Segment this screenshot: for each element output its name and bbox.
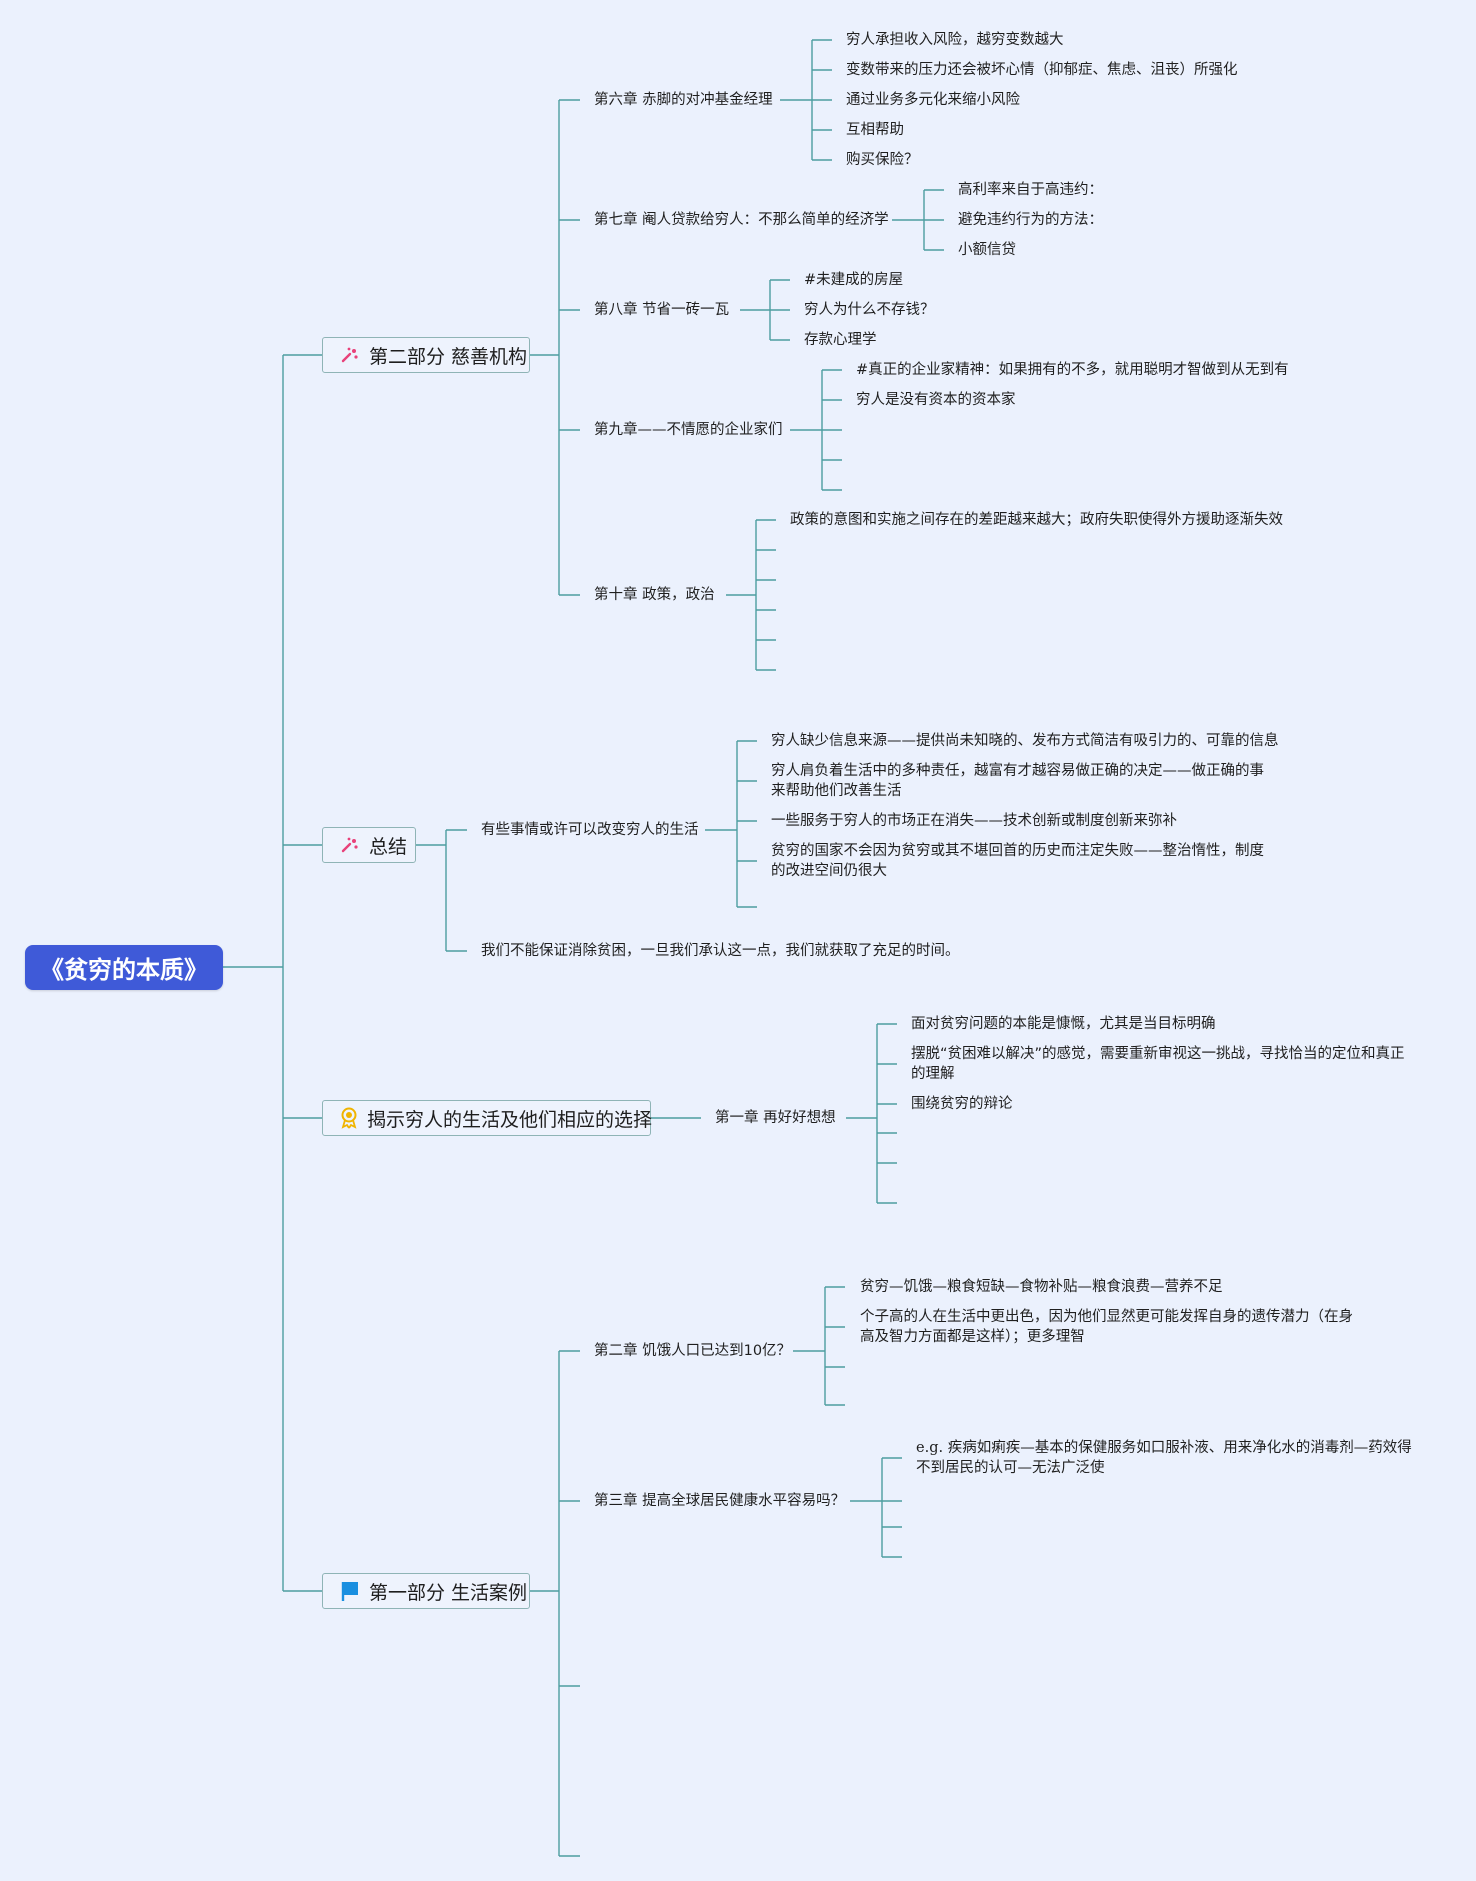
ch1-item-2[interactable]: 摆脱“贫困难以解决”的感觉，需要重新审视这一挑战，寻找恰当的定位和真正的理解 [911, 1046, 1405, 1082]
branch-summary[interactable]: 总结 [322, 827, 416, 863]
summary-item-4[interactable]: 贫穷的国家不会因为贫穷或其不堪回首的历史而注定失败——整治惰性，制度的改进空间仍… [771, 843, 1264, 879]
summary-sub-1[interactable]: 有些事情或许可以改变穷人的生活 [481, 822, 699, 838]
root-title: 《贫穷的本质》 [40, 956, 208, 984]
ch6-item-4[interactable]: 互相帮助 [846, 122, 904, 138]
ch9-item-2[interactable]: 穷人是没有资本的资本家 [856, 392, 1016, 408]
ch8-item-1[interactable]: #未建成的房屋 [804, 272, 904, 288]
sparkle-icon [339, 834, 361, 856]
ch6-item-5[interactable]: 购买保险？ [846, 152, 919, 168]
chapter-1[interactable]: 第一章 再好好想想 [715, 1110, 836, 1126]
ch8-item-2[interactable]: 穷人为什么不存钱？ [804, 302, 935, 318]
ch7-item-3[interactable]: 小额信贷 [958, 242, 1016, 258]
ch7-item-1[interactable]: 高利率来自于高违约： [958, 182, 1103, 198]
chapter-8[interactable]: 第八章 节省一砖一瓦 [594, 302, 730, 318]
summary-item-1[interactable]: 穷人缺少信息来源——提供尚未知晓的、发布方式简洁有吸引力的、可靠的信息 [771, 733, 1279, 749]
chapter-6[interactable]: 第六章 赤脚的对冲基金经理 [594, 92, 773, 108]
ch7-item-2[interactable]: 避免违约行为的方法： [958, 212, 1103, 228]
sparkle-icon [339, 344, 361, 366]
ch6-item-1[interactable]: 穷人承担收入风险，越穷变数越大 [846, 32, 1064, 48]
ch8-item-3[interactable]: 存款心理学 [804, 332, 877, 348]
chapter-10[interactable]: 第十章 政策，政治 [594, 587, 715, 603]
chapter-2[interactable]: 第二章 饥饿人口已达到10亿？ [594, 1343, 792, 1359]
ch1-item-3[interactable]: 围绕贫穷的辩论 [911, 1096, 1013, 1112]
branch-part1[interactable]: 第一部分 生活案例 [322, 1573, 530, 1609]
summary-sub-2[interactable]: 我们不能保证消除贫困，一旦我们承认这一点，我们就获取了充足的时间。 [481, 943, 960, 959]
summary-item-2[interactable]: 穷人肩负着生活中的多种责任，越富有才越容易做正确的决定——做正确的事来帮助他们改… [771, 763, 1264, 799]
ch1-item-1[interactable]: 面对贫穷问题的本能是慷慨，尤其是当目标明确 [911, 1016, 1216, 1032]
ch2-item-2[interactable]: 个子高的人在生活中更出色，因为他们显然更可能发挥自身的遗传潜力（在身高及智力方面… [860, 1309, 1353, 1345]
ch2-item-1[interactable]: 贫穷—饥饿—粮食短缺—食物补贴—粮食浪费—营养不足 [860, 1279, 1223, 1295]
root-node[interactable]: 《贫穷的本质》 [25, 945, 223, 990]
ch10-item-1[interactable]: 政策的意图和实施之间存在的差距越来越大；政府失职使得外方援助逐渐失效 [790, 512, 1283, 528]
chapter-7[interactable]: 第七章 阉人贷款给穷人：不那么简单的经济学 [594, 212, 889, 228]
ch3-item-1[interactable]: e.g. 疾病如痢疾—基本的保健服务如口服补液、用来净化水的消毒剂—药效得不到居… [916, 1440, 1412, 1476]
branch-reveal-title: 揭示穷人的生活及他们相应的选择 [367, 1108, 653, 1131]
branch-part2-title: 第二部分 慈善机构 [369, 345, 528, 368]
ribbon-icon [339, 1107, 359, 1129]
flag-icon [339, 1580, 361, 1602]
summary-item-3[interactable]: 一些服务于穷人的市场正在消失——技术创新或制度创新来弥补 [771, 813, 1177, 829]
chapter-9[interactable]: 第九章——不情愿的企业家们 [594, 422, 783, 438]
ch6-item-3[interactable]: 通过业务多元化来缩小风险 [846, 92, 1020, 108]
branch-part2[interactable]: 第二部分 慈善机构 [322, 337, 530, 373]
branch-summary-title: 总结 [369, 835, 408, 858]
ch6-item-2[interactable]: 变数带来的压力还会被坏心情（抑郁症、焦虑、沮丧）所强化 [846, 62, 1238, 78]
chapter-3[interactable]: 第三章 提高全球居民健康水平容易吗？ [594, 1493, 846, 1509]
ch9-item-1[interactable]: #真正的企业家精神：如果拥有的不多，就用聪明才智做到从无到有 [856, 362, 1289, 378]
branch-part1-title: 第一部分 生活案例 [369, 1581, 528, 1604]
branch-reveal[interactable]: 揭示穷人的生活及他们相应的选择 [322, 1100, 653, 1136]
